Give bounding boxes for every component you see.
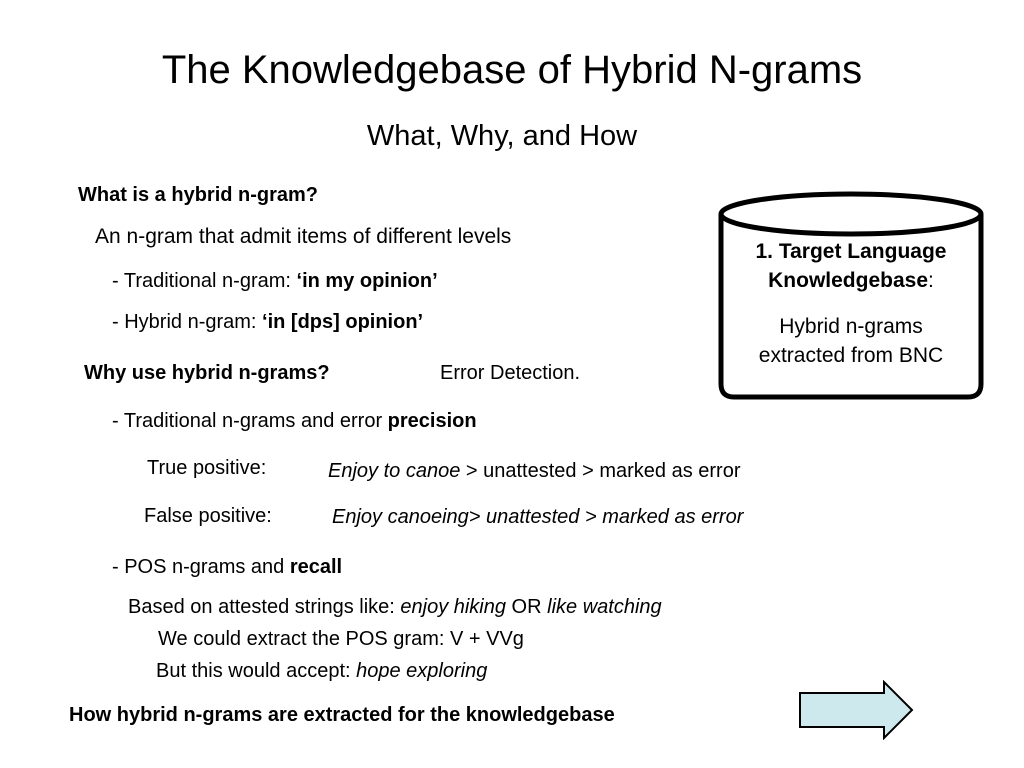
next-arrow-icon[interactable]	[798, 680, 916, 740]
cylinder-body-line-2: extracted from BNC	[758, 344, 944, 367]
accept-example: hope exploring	[356, 660, 488, 682]
recall-line: - POS n-grams and recall	[112, 556, 342, 579]
precision-bold: precision	[387, 410, 477, 432]
how-text: How hybrid n-grams are extracted for the…	[69, 704, 615, 726]
cylinder-colon: :	[928, 269, 934, 292]
accept-line: But this would accept: hope exploring	[156, 660, 487, 683]
cylinder-body-line-1: Hybrid n-grams	[779, 315, 923, 338]
true-positive-label: True positive:	[147, 457, 267, 479]
knowledgebase-cylinder-icon	[718, 191, 984, 400]
based-on-line: Based on attested strings like: enjoy hi…	[128, 596, 662, 619]
accept-prefix: But this would accept:	[156, 660, 357, 682]
traditional-prefix: - Traditional n-gram:	[112, 270, 297, 292]
recall-prefix: - POS n-grams and	[112, 556, 290, 578]
based-example-2: like watching	[547, 596, 662, 618]
false-positive-text: Enjoy canoeing> unattested > marked as e…	[332, 506, 744, 528]
extract-line: We could extract the POS gram: V + VVg	[158, 628, 524, 650]
hybrid-ngram-line: - Hybrid n-gram: ‘in [dps] opinion’	[112, 311, 423, 334]
hybrid-example: ‘in [dps] opinion’	[262, 311, 424, 333]
based-prefix: Based on attested strings like:	[128, 596, 401, 618]
precision-line: - Traditional n-grams and error precisio…	[112, 410, 477, 433]
false-positive-label: False positive:	[144, 505, 272, 527]
based-example-1: enjoy hiking	[400, 596, 506, 618]
definition-text: An n-gram that admit items of different …	[95, 225, 512, 248]
cylinder-bold-line-1: 1. Target Language	[755, 240, 947, 263]
slide-title: The Knowledgebase of Hybrid N-grams	[161, 48, 863, 92]
recall-bold: recall	[289, 556, 343, 578]
hybrid-prefix: - Hybrid n-gram:	[112, 311, 263, 333]
precision-prefix: - Traditional n-grams and error	[112, 410, 388, 432]
traditional-example: ‘in my opinion’	[296, 270, 438, 292]
what-heading: What is a hybrid n-gram?	[78, 184, 319, 206]
slide-subtitle: What, Why, and How	[366, 120, 638, 152]
why-answer: Error Detection.	[440, 362, 581, 384]
based-or: OR	[506, 596, 548, 618]
true-positive-rest: > unattested > marked as error	[460, 460, 741, 482]
traditional-ngram-line: - Traditional n-gram: ‘in my opinion’	[112, 270, 438, 293]
cylinder-bold-line-2: Knowledgebase:	[722, 266, 980, 295]
cylinder-knowledgebase: Knowledgebase	[768, 269, 929, 292]
true-positive-italic: Enjoy to canoe	[328, 460, 461, 482]
true-positive-text: Enjoy to canoe > unattested > marked as …	[328, 460, 740, 483]
why-heading: Why use hybrid n-grams?	[84, 362, 330, 384]
